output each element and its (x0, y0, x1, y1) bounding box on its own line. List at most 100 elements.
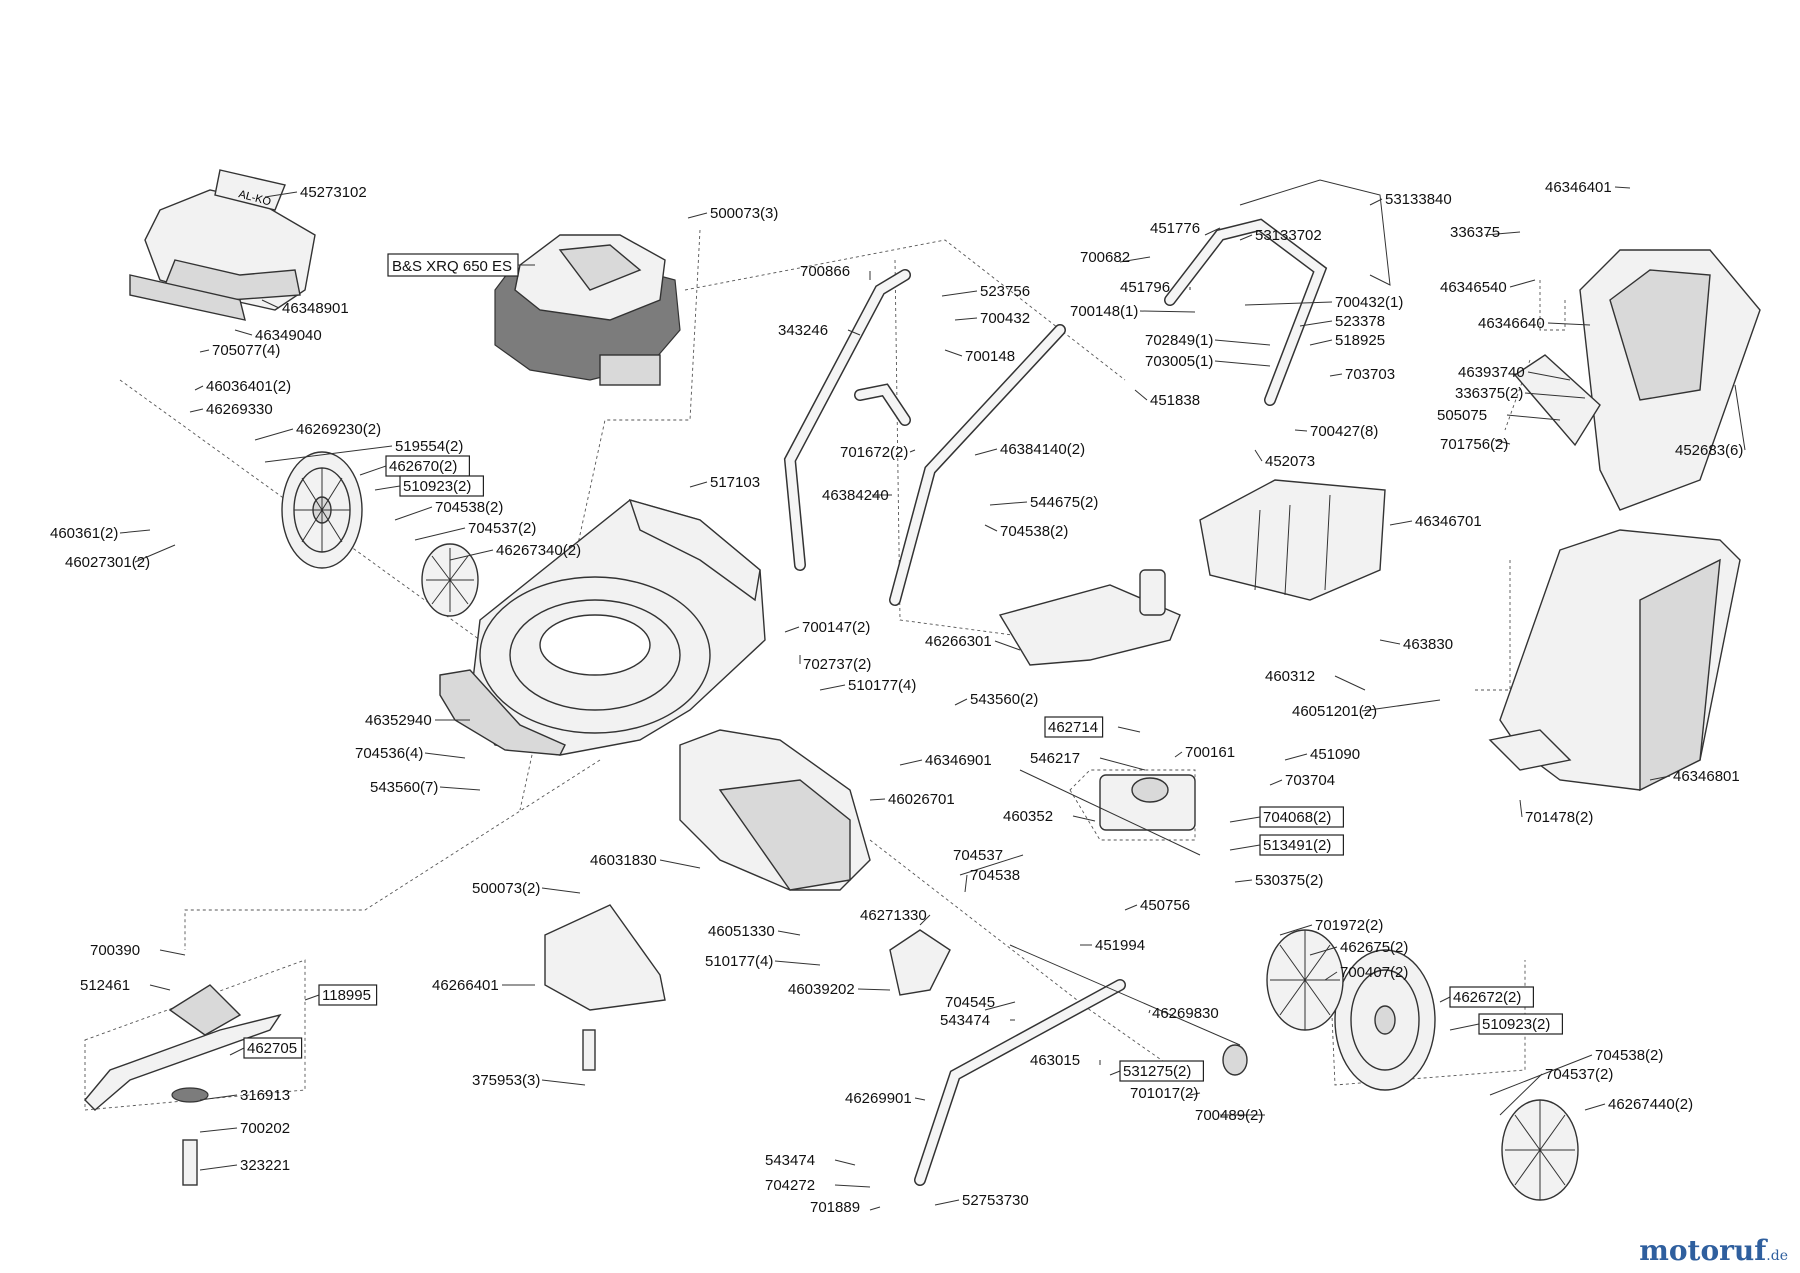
part-label: 46393740 (1458, 364, 1571, 381)
leader-line (989, 501, 1028, 506)
leader-line (264, 445, 393, 463)
part-label: 46267340(2) (449, 542, 581, 561)
part-number: 460361(2) (50, 525, 118, 542)
leader-line (1547, 322, 1591, 326)
engine-cover: AL-KO (129, 169, 316, 321)
part-label: 700147(2) (784, 619, 870, 636)
leader-line (1204, 227, 1221, 236)
leader-line (449, 549, 494, 561)
part-label: 452073 (1254, 449, 1315, 470)
part-label: 46269830 (1148, 1005, 1219, 1022)
part-label: 46384240 (822, 487, 892, 504)
part-number: 700202 (240, 1120, 290, 1137)
leader-line (834, 1184, 871, 1188)
part-number: 336375 (1450, 224, 1500, 241)
part-number: 703703 (1345, 366, 1395, 383)
part-number: 46266301 (925, 633, 992, 650)
part-number: 543560(2) (970, 691, 1038, 708)
part-number: 46051201(2) (1292, 703, 1377, 720)
part-number: 46269230(2) (296, 421, 381, 438)
leader-line (869, 798, 886, 801)
part-label: 704537(2) (414, 520, 536, 541)
leader-line (194, 385, 204, 391)
part-number: 462705 (247, 1040, 297, 1057)
part-label: 46266301 (925, 633, 1021, 651)
part-number: 700390 (90, 942, 140, 959)
leader-line (1229, 844, 1261, 851)
part-label: 703703 (1329, 366, 1395, 383)
part-label: 704538(2) (394, 499, 503, 521)
part-number: 46026701 (888, 791, 955, 808)
leader-line (1309, 339, 1333, 346)
part-labels: 452731024634890146349040705077(4)4603640… (50, 179, 1746, 1216)
gearbox (1019, 769, 1201, 856)
part-label: 46349040 (234, 327, 322, 344)
part-number: 500073(2) (472, 880, 540, 897)
part-label: 700432(1) (1244, 294, 1403, 311)
leader-line (919, 914, 931, 926)
leader-line (1329, 373, 1343, 377)
part-number: 702849(1) (1145, 332, 1213, 349)
part-number: 510923(2) (403, 478, 471, 495)
grass-catcher-top (1513, 249, 1761, 511)
part-number: 46384140(2) (1000, 441, 1085, 458)
part-number: 700489(2) (1195, 1107, 1263, 1124)
part-number-box (1449, 986, 1535, 1008)
leader-line (134, 544, 176, 563)
part-label: 704538 (964, 867, 1020, 893)
leader-line (1284, 753, 1308, 761)
watermark-main: motoruf (1639, 1234, 1767, 1267)
part-label: 451776 (1150, 220, 1221, 237)
part-number: 700161 (1185, 744, 1235, 761)
leader-line (359, 465, 387, 476)
leader-line (1117, 726, 1141, 733)
part-number: 704068(2) (1263, 809, 1331, 826)
side-discharge-chute (544, 904, 666, 1071)
part-number: 451838 (1150, 392, 1200, 409)
leader-line (1734, 384, 1746, 451)
part-label: 705077(4) (199, 342, 280, 359)
leader-line (1439, 996, 1451, 1003)
leader-line (1189, 1092, 1201, 1096)
leader-line (1614, 186, 1631, 189)
part-number: 701478(2) (1525, 809, 1593, 826)
leader-line (689, 481, 708, 488)
part-number: 451994 (1095, 937, 1145, 954)
part-number: 702737(2) (803, 656, 871, 673)
leader-line (304, 994, 320, 1001)
leader-line (909, 449, 916, 453)
leader-line (1524, 392, 1586, 399)
watermark-tld: .de (1766, 1248, 1788, 1264)
part-number-box (399, 475, 485, 497)
part-number: 704538(2) (435, 499, 503, 516)
leader-line (934, 1199, 960, 1206)
part-label: 460312 (1265, 668, 1366, 691)
part-number: 704545 (945, 994, 995, 1011)
part-number: 700866 (800, 263, 850, 280)
rear-wheel-left (281, 451, 363, 569)
part-number: 700432 (980, 310, 1030, 327)
part-number: 46346640 (1478, 315, 1545, 332)
leader-line (784, 626, 800, 633)
rear-wheel-right (1334, 949, 1436, 1091)
leader-line (954, 317, 978, 321)
part-label: 46348901 (261, 299, 349, 317)
part-label: 46346540 (1440, 279, 1536, 296)
leader-line (189, 408, 204, 413)
leader-line (414, 527, 466, 541)
part-number: 53133702 (1255, 227, 1322, 244)
part-label: 543560(2) (954, 691, 1038, 708)
part-label: 700148 (944, 348, 1015, 365)
part-label: 451796 (1120, 279, 1191, 296)
part-label: 462675(2) (1309, 939, 1408, 956)
part-number: 546217 (1030, 750, 1080, 767)
handle-lower (783, 269, 1066, 606)
deck-housing (439, 498, 766, 756)
axle-and-lever (914, 944, 1248, 1186)
part-number: 704536(4) (355, 745, 423, 762)
leader-line (149, 984, 171, 991)
part-label: 46269330 (189, 401, 273, 418)
part-label: 463830 (1379, 636, 1453, 653)
part-number: 703704 (1285, 772, 1335, 789)
part-label: 700682 (1080, 249, 1151, 266)
